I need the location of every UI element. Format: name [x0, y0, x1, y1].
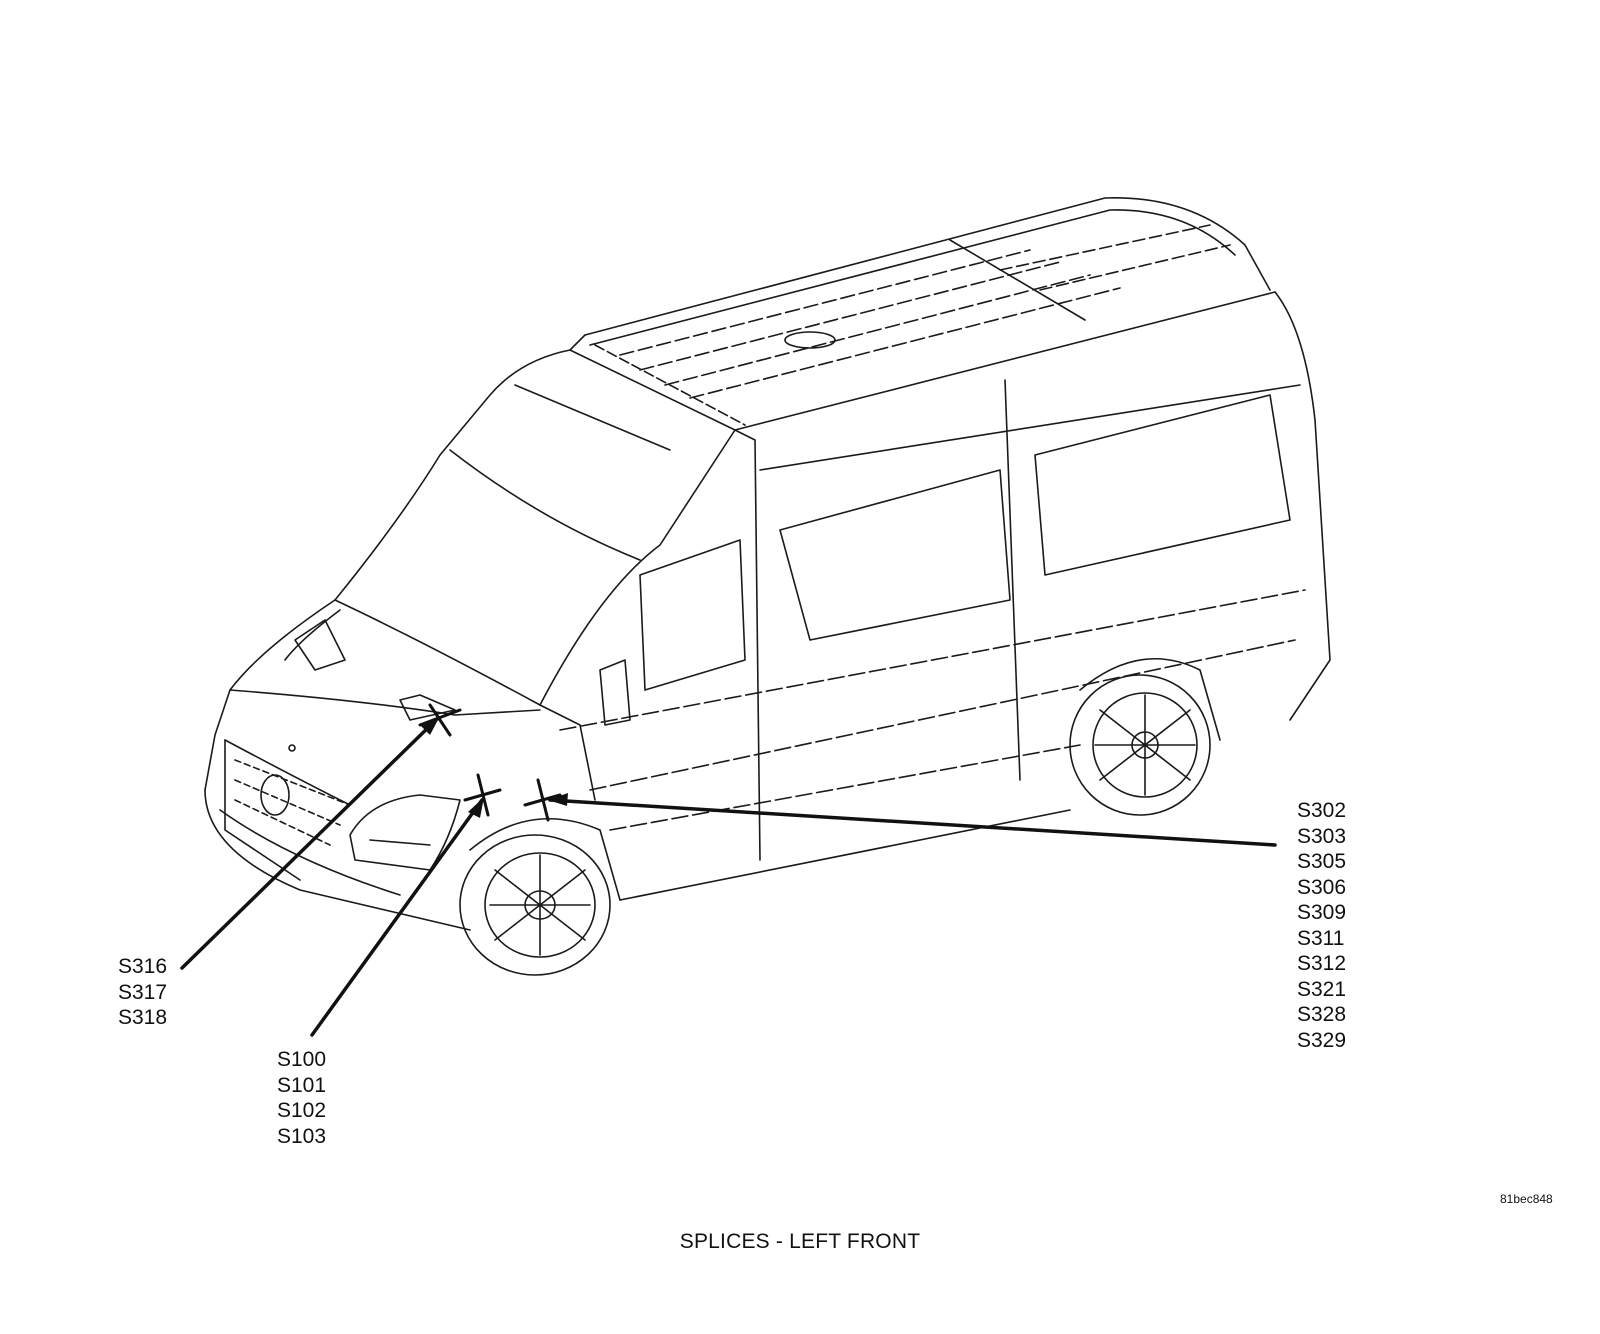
splice-label: S312: [1297, 952, 1347, 975]
van-front: [204, 599, 541, 931]
splice-label: S317: [118, 980, 168, 1004]
callout-group-left-lower: S100 S101 S102 S103: [277, 1047, 326, 1149]
splice-label: S311: [1297, 926, 1345, 950]
leader-line-right: [548, 798, 1277, 847]
van-body-side: [539, 291, 1331, 901]
splice-label: S328: [1297, 1003, 1347, 1026]
leader-line-left-upper: [180, 716, 440, 970]
leader-lines: [180, 716, 1277, 1037]
van-roof: [569, 197, 1276, 431]
callout-group-right: S302 S303 S305 S306 S309 S311 S312 S321 …: [1297, 798, 1346, 1053]
splice-label: S303: [1297, 824, 1347, 848]
splice-marker-fender-rear: [523, 778, 562, 822]
arrowhead-left-lower: [468, 797, 484, 818]
front-wheel: [459, 817, 621, 976]
splice-markers: [418, 703, 562, 822]
splice-label: S101: [277, 1073, 327, 1097]
splice-marker-fender-front: [463, 773, 502, 817]
splice-label: S318: [118, 1006, 168, 1029]
splice-label: S100: [277, 1048, 327, 1071]
windshield: [334, 349, 736, 706]
arrowhead-right: [548, 793, 568, 806]
splice-label: S321: [1297, 977, 1347, 1001]
side-windows: [599, 394, 1291, 726]
diagram-caption: SPLICES - LEFT FRONT: [679, 1230, 921, 1253]
left-headlight: [349, 794, 461, 871]
callout-group-left-upper: S316 S317 S318: [118, 954, 167, 1031]
splice-label: S309: [1297, 901, 1347, 924]
splice-label: S316: [118, 955, 168, 978]
splice-label: S329: [1297, 1028, 1347, 1052]
arrowheads: [420, 716, 568, 818]
splice-label: S103: [277, 1124, 327, 1148]
image-code: 81bec848: [1500, 1192, 1553, 1206]
rear-wheel: [1069, 658, 1221, 816]
splice-label: S302: [1297, 799, 1347, 822]
splice-label: S306: [1297, 875, 1347, 899]
splice-label: S305: [1297, 850, 1347, 873]
splice-label: S102: [277, 1099, 327, 1122]
arrowhead-left-upper: [420, 716, 440, 735]
leader-line-left-lower: [310, 798, 484, 1037]
